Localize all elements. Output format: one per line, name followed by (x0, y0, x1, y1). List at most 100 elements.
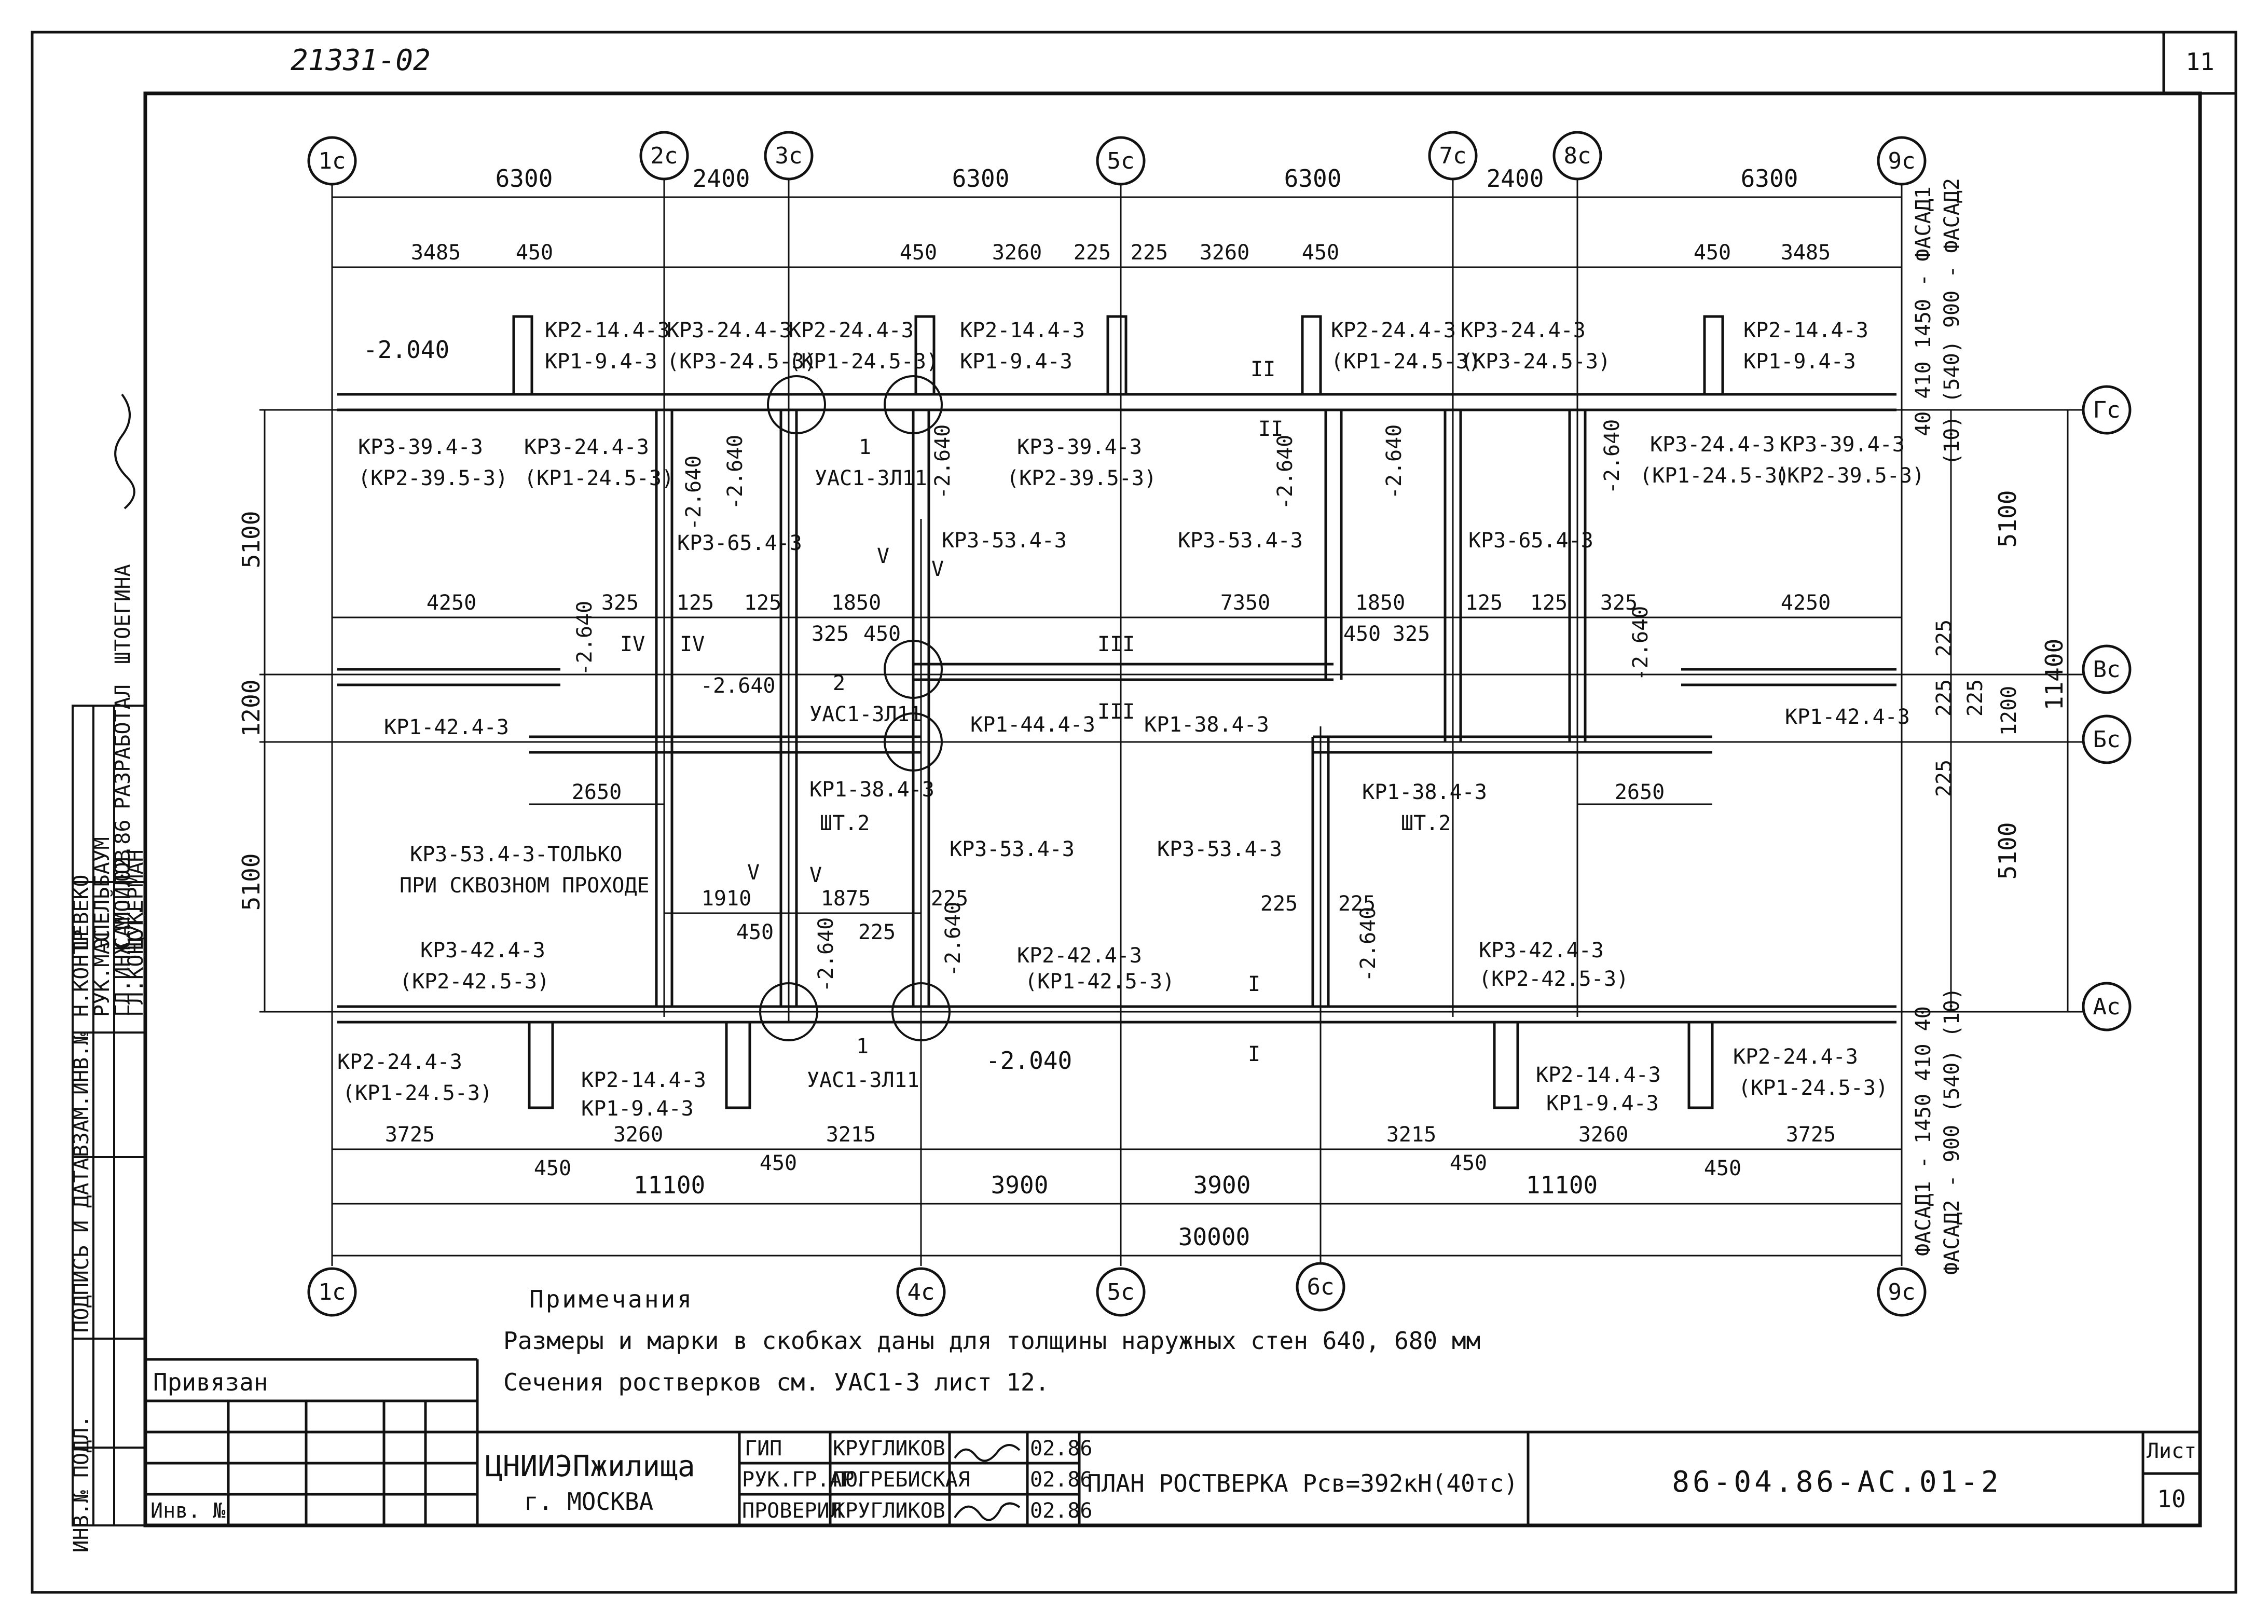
stamp-name-2: ЭПЕЛЬБАУМ (90, 837, 114, 949)
dim-mid-1875: 1875 (821, 887, 871, 911)
dim-right-225-1: 225 (1932, 620, 1956, 657)
dim-left-5100-2: 5100 (237, 854, 265, 911)
mark-gc-2b: (КР1-24.5-3) (524, 466, 674, 490)
sect-II-2: II (1258, 417, 1283, 441)
mark-bot-1a: КР2-24.4-3 (337, 1050, 462, 1074)
piece-2: ШТ.2 (1401, 811, 1451, 835)
mark-low-3a: КР3-53.4-3-ТОЛЬКО (410, 843, 622, 866)
node-1-bot-num: 1 (856, 1035, 869, 1058)
stamp-developed: РАЗРАБОТАЛ (111, 684, 135, 809)
axis-1c-top: 1c (319, 148, 346, 174)
dim-mid-225-3: 225 (1260, 892, 1298, 916)
mark-gc-1b: (КР2-39.5-3) (358, 466, 508, 490)
mark-bot-2a: КР2-14.4-3 (581, 1068, 706, 1092)
mark-mid-5: КР1-42.4-3 (384, 715, 509, 739)
dim-mid-450-3: 450 (736, 920, 774, 944)
mark-top-3b: (КР1-24.5-3) (789, 350, 939, 374)
mark-bot-4b: (КР1-24.5-3) (1738, 1076, 1888, 1100)
dim-total: 30000 (1178, 1223, 1250, 1251)
privyazan-label: Привязан (153, 1368, 268, 1396)
node-circles (759, 375, 951, 1041)
level-6: -2.640 (1600, 419, 1624, 494)
tb-name-1: КРУГЛИКОВ (833, 1437, 945, 1461)
mark-gc-5b: (КР2-39.5-3) (1775, 464, 1925, 488)
level-1: -2.640 (682, 456, 706, 531)
dim-mid-325-1: 325 (601, 591, 639, 615)
axis-8c-top: 8c (1564, 143, 1591, 169)
axis-9c-top: 9c (1888, 148, 1916, 174)
mark-mid-1: КР3-65.4-3 (677, 531, 802, 555)
mark-gc-2a: КР3-24.4-3 (524, 435, 649, 459)
dim-bot-3900-2: 3900 (1193, 1171, 1251, 1199)
dim-top-3485-2: 3485 (1781, 241, 1831, 265)
facade-bottom-1: ФАСАД1 - 1450 410 40 (1912, 1006, 1935, 1256)
axis-bubbles-top (307, 131, 1927, 186)
dim-top-2400-2: 2400 (1487, 164, 1544, 192)
gc-row-marks: КР3-39.4-3 (КР2-39.5-3) КР3-24.4-3 (КР1-… (358, 433, 1925, 490)
mark-top-7a: КР2-14.4-3 (1743, 319, 1868, 342)
grillage-beams (337, 315, 1896, 1109)
dim-mid-2650-1: 2650 (572, 780, 622, 804)
dim-right-5100-2: 5100 (1994, 822, 2022, 880)
mark-top-4b: КР1-9.4-3 (960, 350, 1073, 374)
org-name: ЦНИИЭПжилища (485, 1450, 695, 1483)
mark-top-2a: КР3-24.4-3 (667, 319, 792, 342)
stamp-field-sign: ПОДПИСЬ И ДАТА (70, 1158, 93, 1332)
node-2-label: УАС1-3Л11 (809, 703, 922, 726)
level-10: -2.640 (814, 917, 838, 993)
mark-low-4a: КР3-42.4-3 (420, 939, 545, 962)
dim-top-225-1: 225 (1074, 241, 1111, 265)
mid-marks: КР3-65.4-3 КР3-53.4-3 КР3-53.4-3 КР3-65.… (384, 529, 1910, 835)
sect-V-2: V (931, 557, 944, 581)
dim-top-6300-2: 6300 (952, 164, 1010, 192)
level-8: -2.640 (700, 674, 776, 698)
sheet-number: 10 (2157, 1485, 2185, 1513)
node-1-top-label: УАС1-3Л11 (815, 466, 927, 490)
dim-right-225-2: 225 (1932, 679, 1956, 717)
dim-mid-125-4: 125 (1530, 591, 1568, 615)
mark-gc-5a: КР3-39.4-3 (1780, 433, 1905, 457)
dim-mid-125-3: 125 (1465, 591, 1503, 615)
axis-bubbles-bottom (307, 1262, 1927, 1317)
mark-mid-2: КР3-53.4-3 (942, 529, 1067, 553)
outer-frame (31, 31, 2237, 1594)
mark-bot-3a: КР2-14.4-3 (1536, 1063, 1661, 1087)
sect-III-1: III (1097, 632, 1135, 656)
sect-I-2: I (1248, 1042, 1260, 1066)
section-marks: II II III III IV IV V V V V I I (620, 357, 1283, 1066)
dim-mid-325-2: 325 (812, 622, 849, 646)
sect-V-1: V (877, 544, 889, 568)
tb-role-1: ГИП (745, 1437, 782, 1461)
bottom-dim-lines (332, 1148, 1902, 1257)
stamp-role-1: Н.КОНТР (70, 929, 93, 1017)
drawing-code: 86-04.86-АС.01-2 (1672, 1465, 2001, 1499)
axis-1c-bottom: 1c (319, 1279, 346, 1305)
dim-bot-3215-2: 3215 (1386, 1123, 1436, 1147)
dim-bot-11100-1: 11100 (634, 1171, 705, 1199)
side-dim-lines (264, 410, 2069, 1012)
axis-bc: Бс (2093, 726, 2121, 753)
dim-right-225-4: 225 (1932, 760, 1956, 797)
tb-date-1: 02.86 (1030, 1437, 1092, 1461)
dim-bot-450-4: 450 (1704, 1157, 1741, 1180)
mark-low-5a: КР2-42.4-3 (1017, 944, 1142, 968)
sect-IV-1: IV (620, 632, 645, 656)
tb-name-3: КРУГЛИКОВ (833, 1499, 945, 1523)
axis-bubbles-right (2082, 385, 2132, 1031)
level-4: -2.640 (1273, 435, 1297, 510)
dim-mid-4250-1: 4250 (427, 591, 476, 615)
dim-top-450-4: 450 (1694, 241, 1731, 265)
sect-II-1: II (1250, 357, 1275, 381)
level-7: -2.640 (573, 601, 597, 676)
sect-V-3: V (747, 861, 760, 885)
top-sheet-number: 11 (2185, 48, 2214, 76)
top-marks: КР2-14.4-3 КР1-9.4-3 КР3-24.4-3 (КР3-24.… (545, 319, 1868, 374)
axis-5c-bottom: 5c (1107, 1279, 1135, 1305)
stamp-name-4: ЦУКЕРМАН (124, 849, 148, 949)
dim-mid-1910: 1910 (702, 887, 751, 911)
dim-top-6300-3: 6300 (1284, 164, 1342, 192)
top-sheet-box (2162, 31, 2237, 95)
left-stamp (72, 705, 146, 1526)
dim-top-450-1: 450 (516, 241, 553, 265)
mark-gc-1a: КР3-39.4-3 (358, 435, 483, 459)
